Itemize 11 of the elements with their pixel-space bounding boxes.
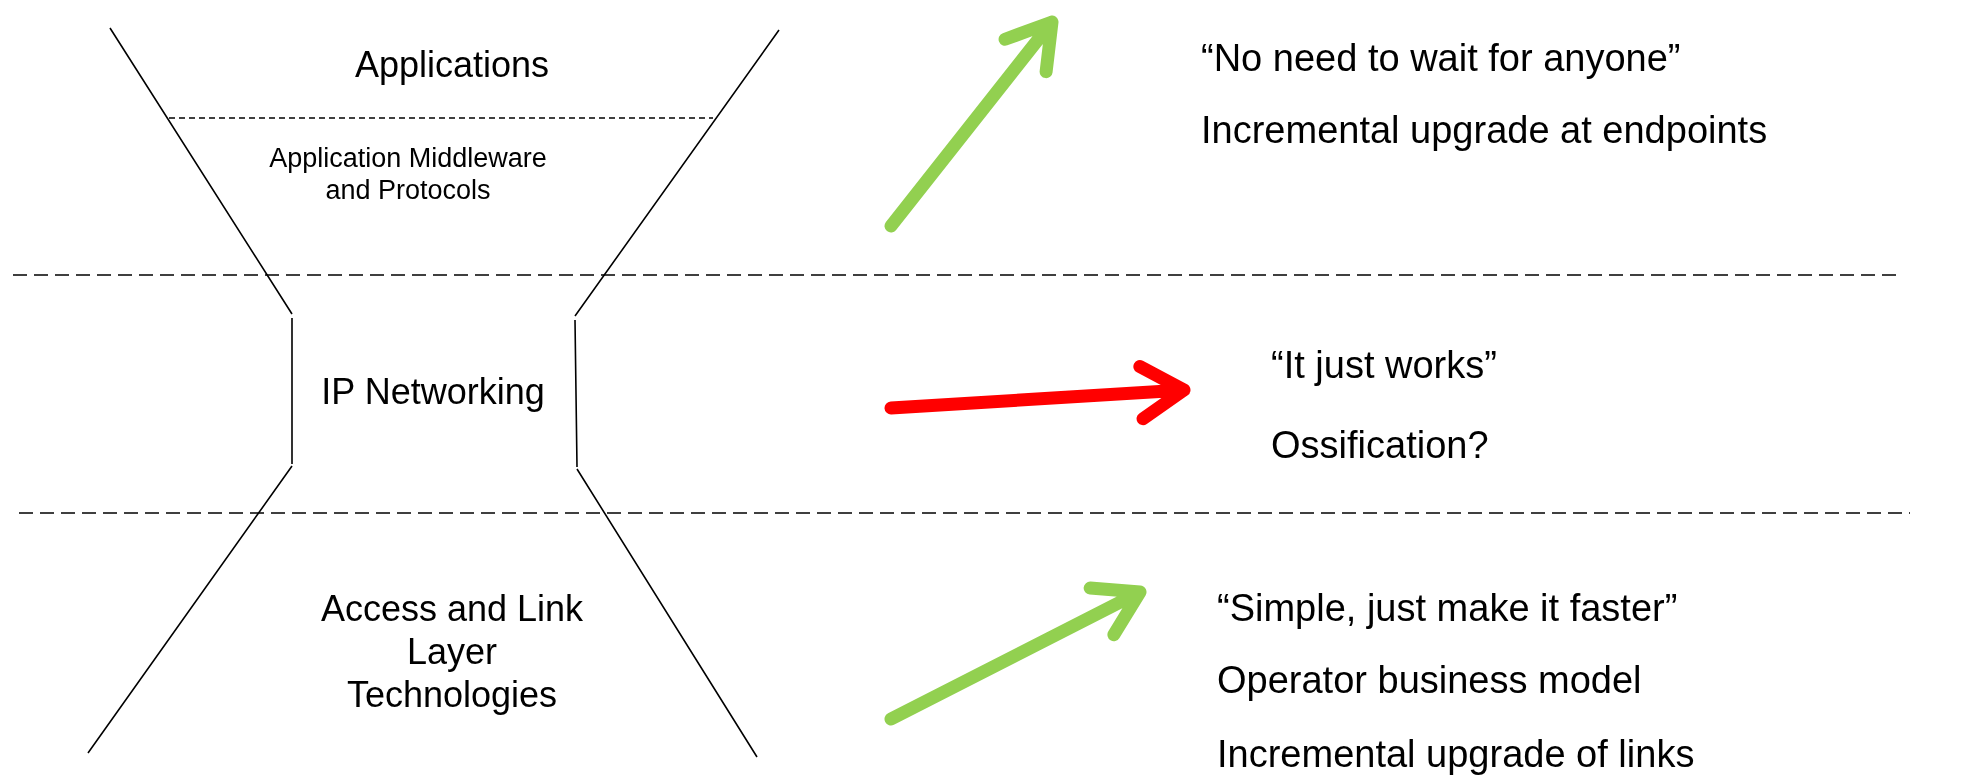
layer-label: IP Networking bbox=[320, 370, 546, 414]
quote-text: “Simple, just make it faster” bbox=[1217, 586, 1678, 632]
note-text: Operator business model bbox=[1217, 658, 1642, 704]
quote-text: “It just works” bbox=[1271, 343, 1497, 389]
note-text: Ossification? bbox=[1271, 423, 1489, 469]
layer-label: Applications bbox=[353, 43, 551, 87]
note-text: Incremental upgrade at endpoints bbox=[1201, 108, 1768, 154]
layer-label: Access and Link Layer Technologies bbox=[319, 587, 585, 717]
note-text: Incremental upgrade of links bbox=[1217, 732, 1695, 778]
quote-text: “No need to wait for anyone” bbox=[1201, 36, 1681, 82]
layer-label: Application Middleware and Protocols bbox=[268, 141, 548, 207]
